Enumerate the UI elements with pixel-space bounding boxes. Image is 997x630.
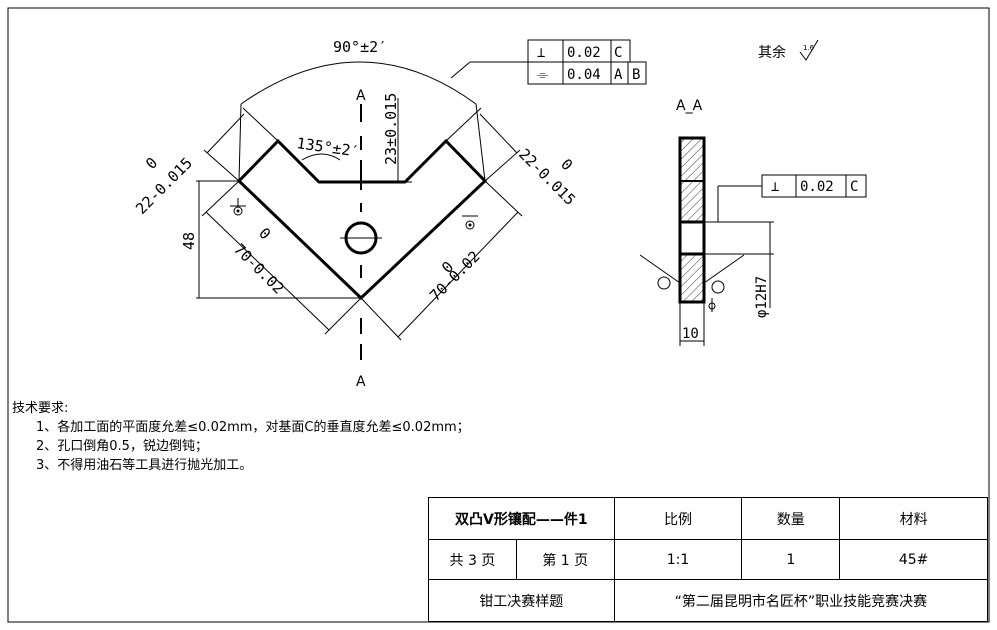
page-number: 第 1 页 bbox=[515, 539, 615, 580]
qty-value: 1 bbox=[741, 539, 841, 580]
dim-left-width-text: 22-0.015 bbox=[132, 154, 196, 218]
section-label-bottom: A bbox=[356, 374, 366, 390]
dim-left-width-upper: 0 bbox=[142, 154, 161, 173]
fcf-top-2-symbol: ⌯ bbox=[537, 67, 548, 83]
fcf-top-1-datum: C bbox=[614, 45, 622, 61]
fcf-top-1-value: 0.02 bbox=[567, 45, 601, 61]
fcf-right bbox=[761, 174, 867, 198]
scale-label: 比例 bbox=[613, 497, 743, 540]
dimension-lines bbox=[196, 61, 528, 341]
section-dim-thickness: 10 bbox=[682, 326, 699, 342]
dim-left-length-upper: 0 bbox=[255, 224, 274, 243]
fcf-top-2-value: 0.04 bbox=[567, 67, 601, 83]
total-pages: 共 3 页 bbox=[428, 539, 517, 580]
tech-item-1: 1、各加工面的平面度允差≤0.02mm，对基面C的垂直度允差≤0.02mm； bbox=[36, 420, 470, 435]
section-label-top: A bbox=[356, 88, 366, 104]
drawing-frame bbox=[7, 7, 990, 623]
competition-name: “第二届昆明市名匠杯”职业技能竞赛决赛 bbox=[613, 579, 989, 622]
svg-text:其余: 其余 bbox=[758, 44, 786, 61]
roughness-note: 其余 1.6 bbox=[758, 39, 819, 61]
section-dim-hole: φ12H7 bbox=[754, 276, 770, 318]
fcf-right-datum: C bbox=[850, 179, 858, 195]
svg-text:1.6: 1.6 bbox=[803, 44, 815, 52]
fcf-top-2-datum-a: A bbox=[614, 67, 623, 83]
angle-inner-text: 135°±2′ bbox=[295, 134, 360, 161]
dim-right-width-upper: 0 bbox=[557, 155, 576, 174]
tech-title: 技术要求: bbox=[12, 401, 69, 416]
angle-top-text: 90°±2′ bbox=[333, 38, 387, 56]
dim-left-length-text: 70-0.02 bbox=[230, 240, 287, 297]
part-name: 双凸V形镶配——件1 bbox=[428, 497, 615, 540]
material-label: 材料 bbox=[839, 497, 988, 540]
fcf-right-value: 0.02 bbox=[800, 179, 834, 195]
fcf-right-symbol: ⊥ bbox=[771, 179, 779, 195]
qty-label: 数量 bbox=[741, 497, 841, 540]
material-value: 45# bbox=[839, 539, 988, 580]
tech-item-3: 3、不得用油石等工具进行抛光加工。 bbox=[36, 458, 253, 473]
tech-item-2: 2、孔口倒角0.5，锐边倒钝； bbox=[36, 439, 208, 454]
scale-value: 1:1 bbox=[613, 539, 743, 580]
fcf-top bbox=[527, 39, 647, 85]
dim-48-text: 48 bbox=[180, 232, 198, 250]
dim-height-v-text: 23±0.015 bbox=[382, 93, 400, 165]
tech-requirements: 技术要求: 1、各加工面的平面度允差≤0.02mm，对基面C的垂直度允差≤0.0… bbox=[12, 399, 470, 475]
section-view bbox=[639, 136, 774, 346]
exam-name: 钳工决赛样题 bbox=[428, 579, 615, 622]
fcf-top-1-symbol: ⊥ bbox=[537, 45, 545, 61]
dim-right-length-text: 70-0.02 bbox=[426, 247, 483, 304]
title-block: 双凸V形镶配——件1 比例 数量 材料 共 3 页 第 1 页 1:1 1 45… bbox=[428, 497, 989, 622]
fcf-top-2-datum-b: B bbox=[632, 67, 640, 83]
section-view-title: A_A bbox=[676, 98, 703, 114]
